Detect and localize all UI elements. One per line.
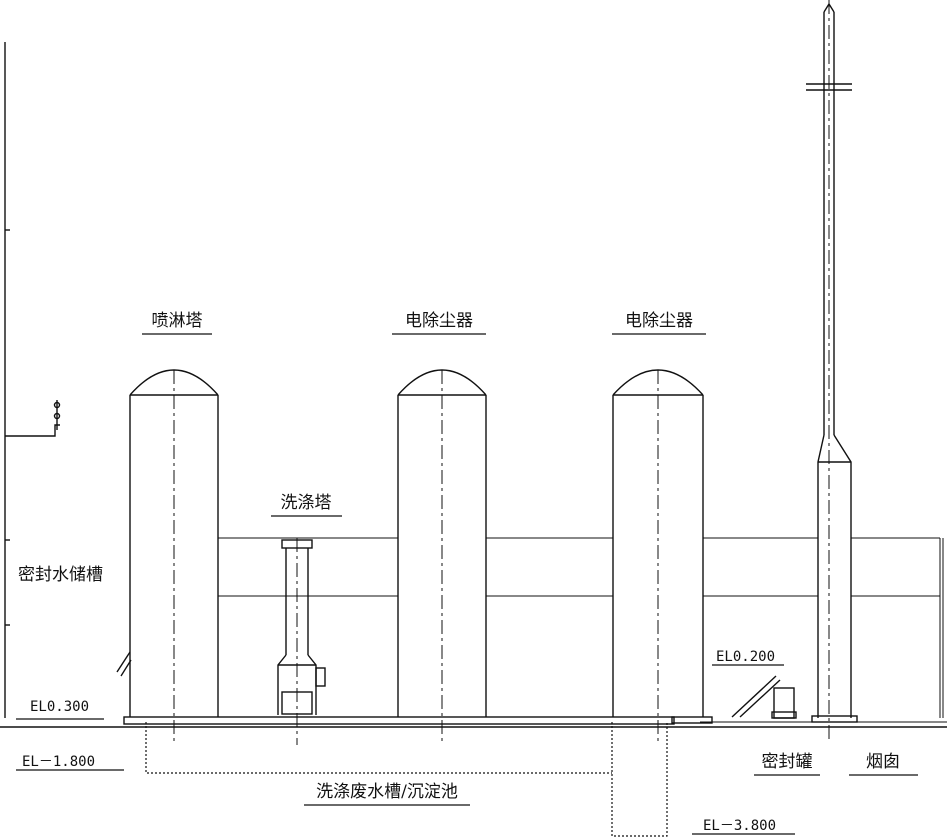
label-wastewater-tank: 洗涤废水槽/沉淀池 xyxy=(316,782,458,802)
label-chimney: 烟囱 xyxy=(866,752,900,772)
esp-1 xyxy=(397,369,487,745)
wastewater-tank xyxy=(145,722,668,837)
ground-line xyxy=(0,716,947,728)
label-seal-water-tank: 密封水储槽 xyxy=(18,565,103,585)
label-seal-tank: 密封罐 xyxy=(762,752,813,772)
label-underlines xyxy=(16,333,918,835)
ducts xyxy=(218,537,944,718)
seal-water-tank-outline xyxy=(4,42,61,718)
elevation-el-m3800: EL－3.800 xyxy=(703,818,776,834)
elevation-el-0200: EL0.200 xyxy=(716,649,775,665)
spray-tower xyxy=(116,369,219,745)
label-esp-1: 电除尘器 xyxy=(405,311,473,331)
wash-tower xyxy=(277,538,326,745)
elevation-el-0300: EL0.300 xyxy=(30,699,89,715)
seal-tank xyxy=(731,675,797,719)
esp-2 xyxy=(612,369,704,745)
elevation-el-m1800: EL－1.800 xyxy=(22,754,95,770)
labels: 喷淋塔 电除尘器 电除尘器 洗涤塔 密封水储槽 密封罐 烟囱 洗涤废水槽/沉淀池… xyxy=(18,311,900,834)
label-esp-2: 电除尘器 xyxy=(625,311,693,331)
label-spray-tower: 喷淋塔 xyxy=(152,311,203,331)
chimney xyxy=(806,0,858,740)
label-wash-tower: 洗涤塔 xyxy=(281,493,332,513)
